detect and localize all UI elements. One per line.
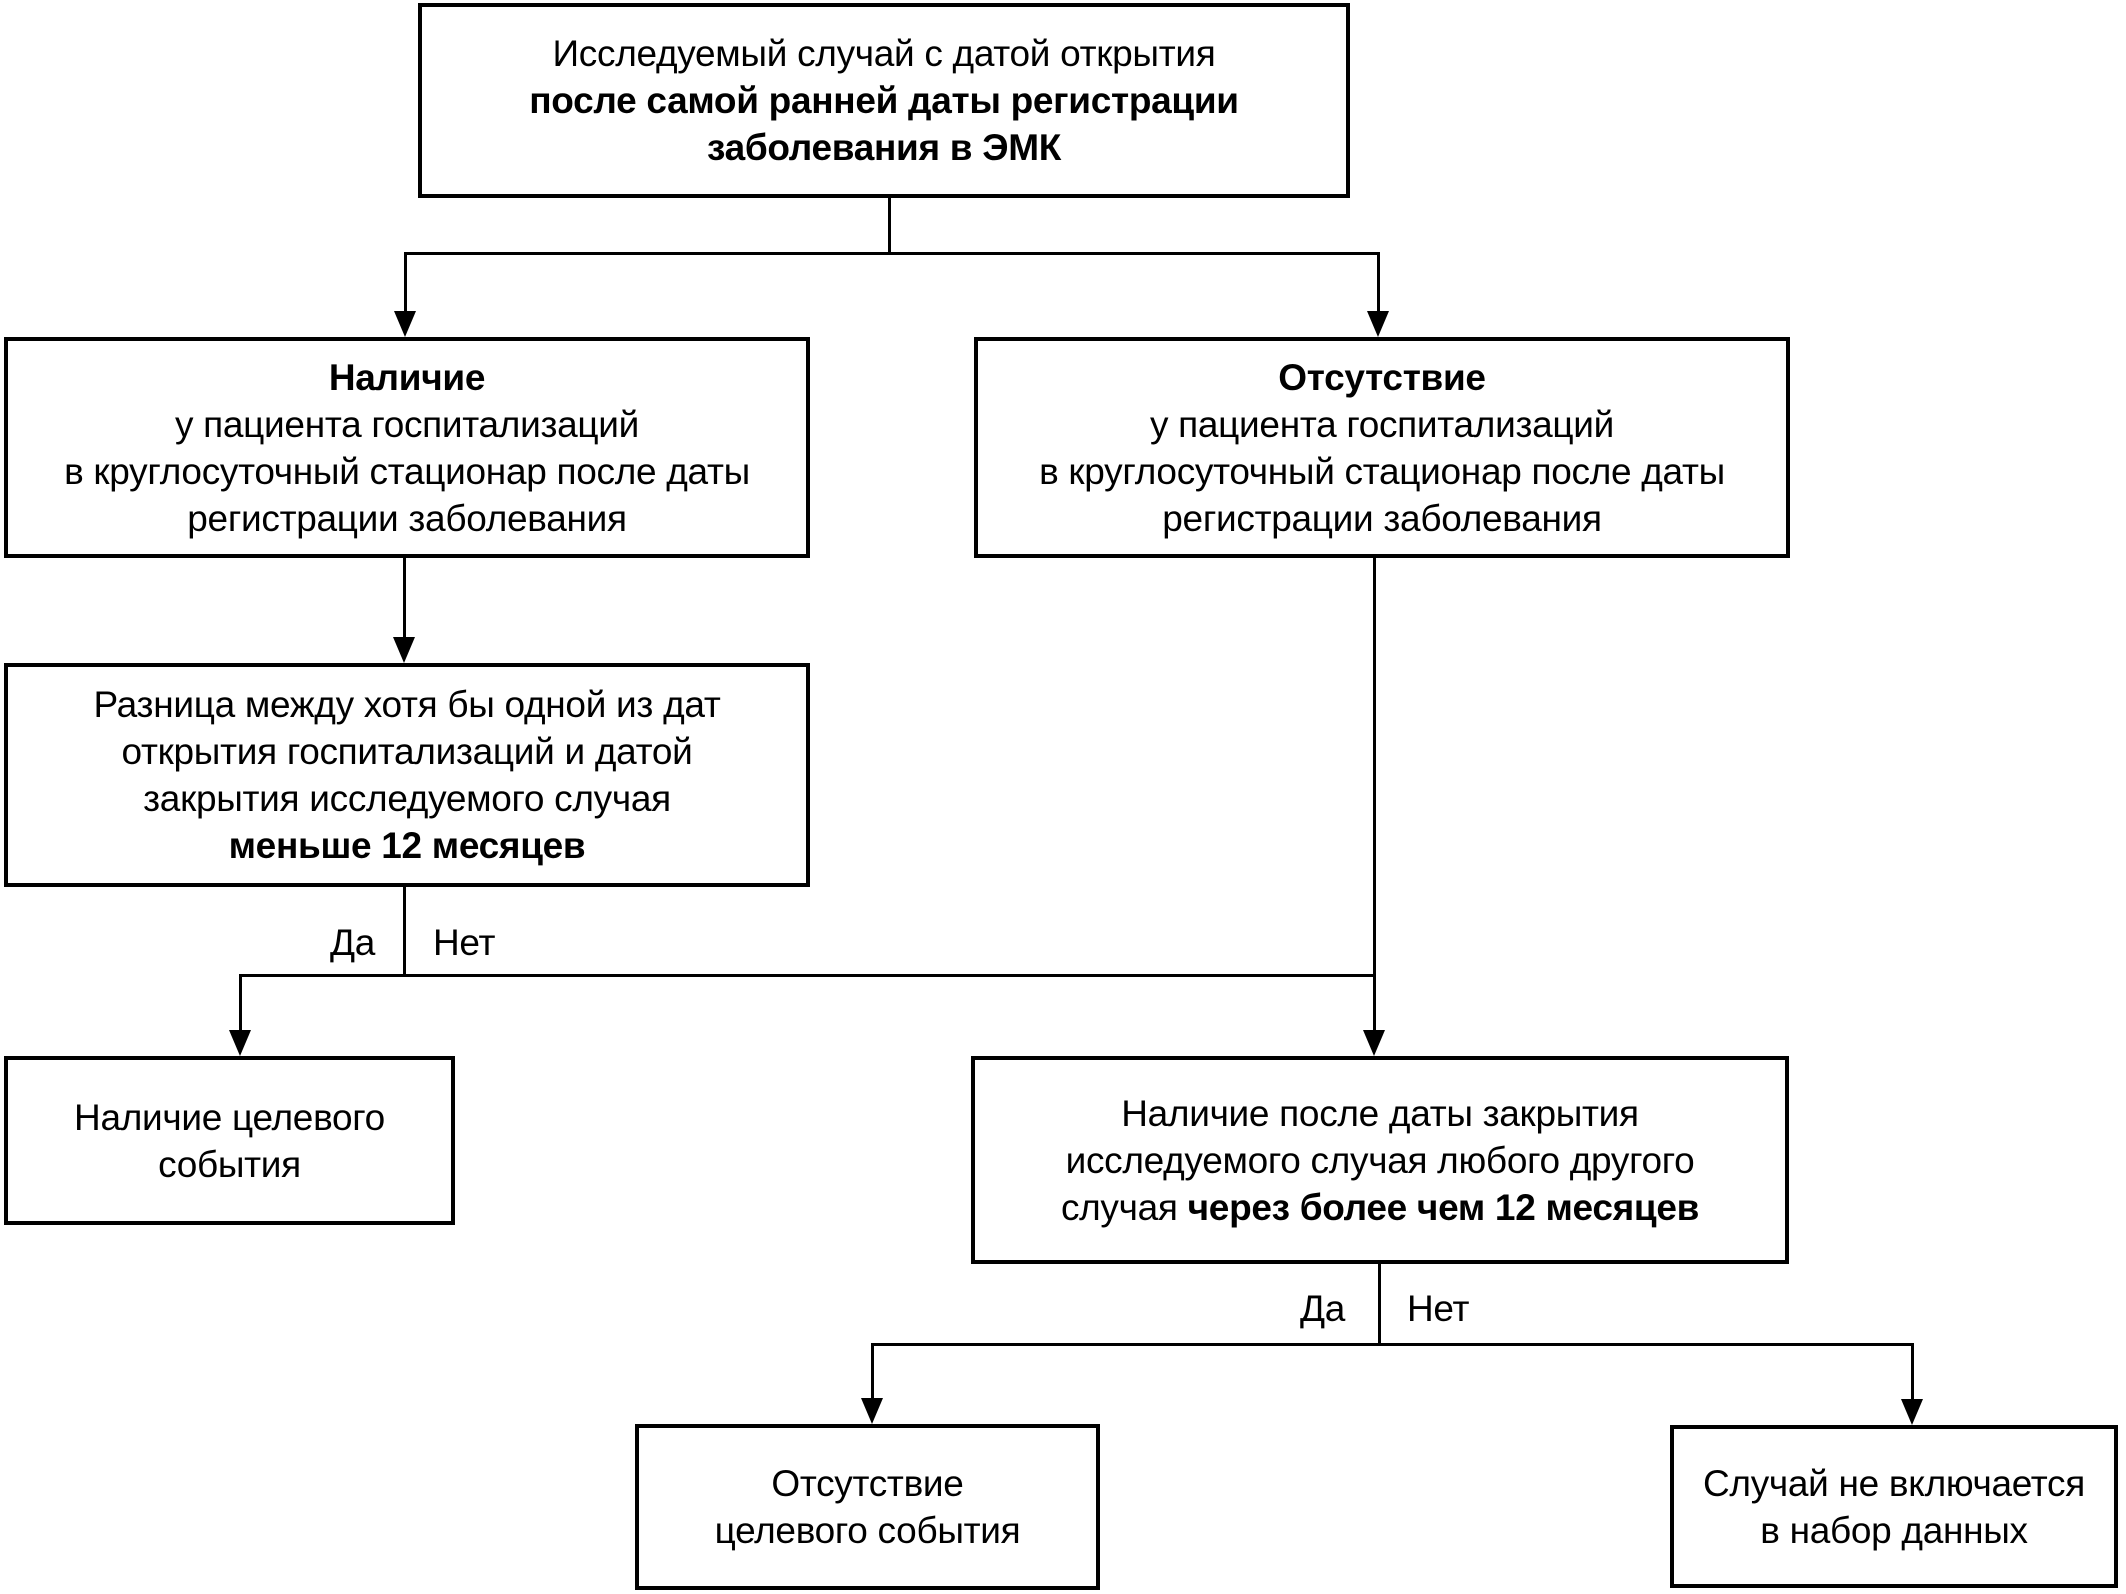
- connector-to-absent-box: [1377, 252, 1380, 314]
- connector-absent-to-later-case: [1373, 558, 1376, 1033]
- hospitalizations-absent-box: Отсутствие у пациента госпитализаций в к…: [974, 337, 1790, 558]
- arrowhead-down-icon: [393, 637, 415, 663]
- no-label-upper: Нет: [433, 922, 496, 963]
- arrowhead-down-icon: [1367, 311, 1389, 337]
- box-text-line: исследуемого случая любого другого: [1065, 1139, 1695, 1181]
- box-text-line: меньше 12 месяцев: [228, 825, 586, 866]
- yes-label-lower: Да: [1299, 1288, 1345, 1329]
- box-text-line: в круглосуточный стационар после даты: [64, 450, 750, 492]
- box-text-line: закрытия исследуемого случая: [143, 778, 671, 819]
- box-text-segment: случая: [1060, 1186, 1188, 1228]
- box-text-line: Наличие: [328, 356, 486, 398]
- arrowhead-down-icon: [229, 1030, 251, 1056]
- box-text-line: в круглосуточный стационар после даты: [1039, 450, 1725, 492]
- connector-later-case-stem: [1378, 1264, 1381, 1346]
- arrowhead-down-icon: [861, 1398, 883, 1424]
- case-excluded-box: Случай не включается в набор данных: [1670, 1425, 2118, 1588]
- target-event-absent-box: Отсутствие целевого события: [635, 1424, 1100, 1590]
- box-text-line: Случай не включается: [1703, 1462, 2085, 1504]
- yes-label-upper: Да: [329, 922, 375, 963]
- connector-third-split: [871, 1343, 1914, 1346]
- box-text-line: Исследуемый случай с датой открытия: [552, 33, 1216, 74]
- connector-to-target-event-box: [239, 974, 242, 1032]
- connector-to-excluded-box: [1911, 1343, 1914, 1401]
- connector-present-to-diff: [403, 558, 406, 640]
- box-text-line: заболевания в ЭМК: [706, 127, 1062, 168]
- box-text-line: у пациента госпитализаций: [174, 403, 640, 445]
- box-text-line: Разница между хотя бы одной из дат: [93, 684, 721, 725]
- box-text-segment: через более чем 12 месяцев: [1187, 1186, 1700, 1228]
- box-text-line: Отсутствие: [771, 1463, 964, 1504]
- target-event-present-box: Наличие целевого события: [4, 1056, 455, 1225]
- later-case-box: Наличие после даты закрытия исследуемого…: [971, 1056, 1789, 1264]
- box-text-line: Наличие целевого: [74, 1096, 385, 1138]
- hospitalizations-present-box: Наличие у пациента госпитализаций в круг…: [4, 337, 810, 558]
- box-text-line: Отсутствие: [1278, 356, 1486, 398]
- connector-diff-stem: [403, 887, 406, 977]
- arrowhead-down-icon: [1363, 1030, 1385, 1056]
- box-text-line: в набор данных: [1760, 1509, 2028, 1551]
- connector-to-present-box: [404, 252, 407, 314]
- box-text-line: целевого события: [714, 1510, 1021, 1551]
- box-text-line: Наличие после даты закрытия: [1121, 1092, 1639, 1134]
- connector-to-no-event-box: [871, 1343, 874, 1400]
- box-text-line: открытия госпитализаций и датой: [121, 731, 693, 772]
- no-label-lower: Нет: [1407, 1288, 1470, 1329]
- box-text-line: события: [158, 1143, 301, 1185]
- box-text-line: регистрации заболевания: [187, 497, 627, 539]
- connector-root-stem: [888, 198, 891, 255]
- box-text-line: у пациента госпитализаций: [1149, 403, 1615, 445]
- connector-second-split: [239, 974, 1376, 977]
- arrowhead-down-icon: [394, 311, 416, 337]
- box-text-line: после самой ранней даты регистрации: [529, 80, 1239, 121]
- date-difference-box: Разница между хотя бы одной из дат откры…: [4, 663, 810, 887]
- arrowhead-down-icon: [1901, 1399, 1923, 1425]
- connector-first-split: [404, 252, 1380, 255]
- box-text-line: регистрации заболевания: [1162, 497, 1602, 539]
- box-text-line: случая через более чем 12 месяцев: [1061, 1184, 1699, 1231]
- root-case-box: Исследуемый случай с датой открытия посл…: [418, 3, 1350, 198]
